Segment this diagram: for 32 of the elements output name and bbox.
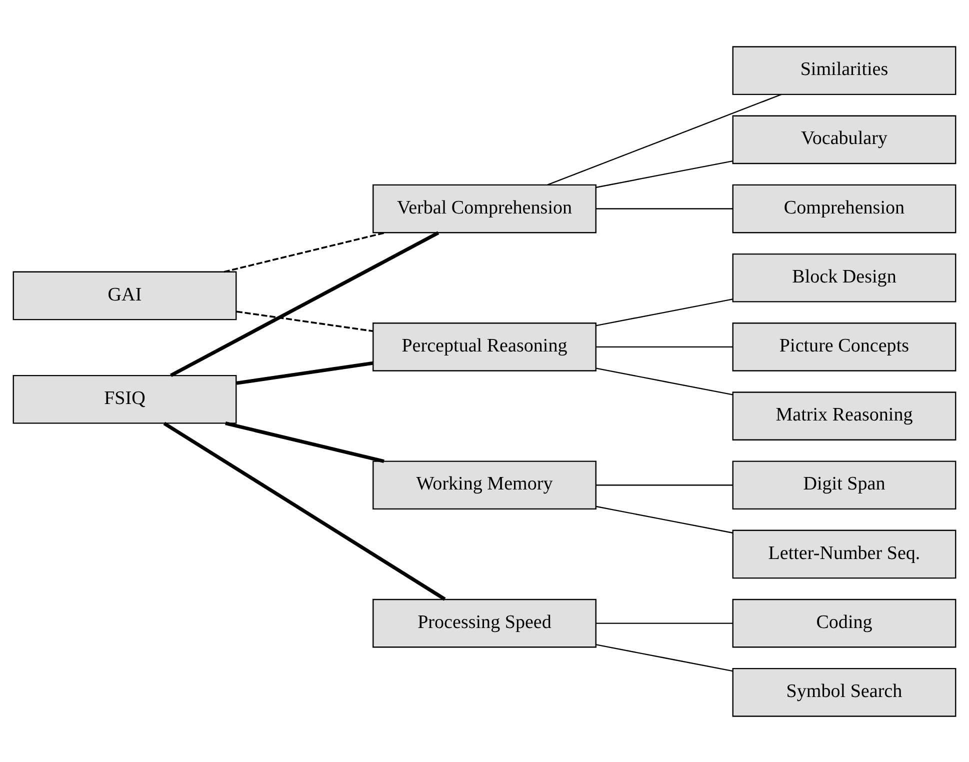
connector — [224, 231, 386, 272]
node-box: Verbal Comprehension — [372, 184, 596, 233]
node-box: Working Memory — [372, 460, 596, 510]
node-box: Matrix Reasoning — [732, 391, 956, 440]
node-box: Letter-Number Seq. — [732, 529, 956, 578]
node-box: FSIQ — [12, 374, 237, 424]
connector — [170, 230, 440, 376]
connector — [596, 367, 733, 395]
node-box: Block Design — [732, 252, 956, 302]
connector — [596, 208, 733, 209]
node-box: Vocabulary — [732, 114, 956, 164]
connector — [596, 160, 733, 188]
connector — [596, 622, 733, 624]
connector — [596, 484, 733, 486]
connector — [596, 346, 733, 348]
node-box: Comprehension — [732, 184, 956, 233]
connector — [236, 310, 374, 332]
connector — [547, 93, 782, 185]
connector — [596, 644, 733, 672]
connector — [596, 505, 733, 533]
node-box: Coding — [732, 598, 956, 648]
connector — [163, 421, 446, 600]
node-box: Symbol Search — [732, 668, 956, 716]
node-box: Picture Concepts — [732, 322, 956, 371]
node-box: Processing Speed — [372, 598, 596, 648]
node-box: GAI — [12, 270, 237, 320]
node-box: Similarities — [732, 46, 956, 94]
connector — [596, 298, 733, 326]
node-box: Perceptual Reasoning — [372, 322, 596, 371]
connector — [225, 421, 384, 463]
connector — [236, 360, 374, 384]
node-box: Digit Span — [732, 460, 956, 510]
